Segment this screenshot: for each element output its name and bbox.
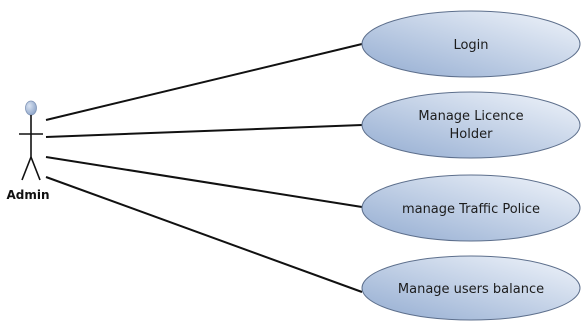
actor-right-leg (30, 156, 41, 181)
association-manage-traffic-police (45, 156, 363, 208)
association-manage-licence-holder (45, 124, 363, 138)
use-case-ellipse (361, 10, 581, 78)
actor-label: Admin (6, 188, 49, 202)
use-case-label-line-1: Manage Licence (418, 109, 523, 124)
use-case-ellipse (361, 255, 581, 321)
use-case-manage-users-balance[interactable]: Manage users balance (361, 255, 581, 321)
use-case-manage-licence-holder[interactable]: Manage Licence Holder (361, 91, 581, 159)
actor-left-leg (21, 156, 32, 181)
actor-admin[interactable]: Admin (6, 100, 50, 202)
use-case-login[interactable]: Login (361, 10, 581, 78)
association-manage-users-balance (45, 176, 363, 293)
use-case-label: Manage users balance (398, 282, 544, 297)
use-case-label: manage Traffic Police (402, 202, 540, 217)
associations (45, 43, 363, 293)
association-login (45, 43, 363, 121)
use-case-label: Login (453, 38, 488, 53)
use-case-ellipse (361, 174, 581, 242)
use-case-ellipse (361, 91, 581, 159)
use-case-label-line-2: Holder (450, 127, 494, 142)
use-case-manage-traffic-police[interactable]: manage Traffic Police (361, 174, 581, 242)
actor-head (25, 100, 37, 116)
